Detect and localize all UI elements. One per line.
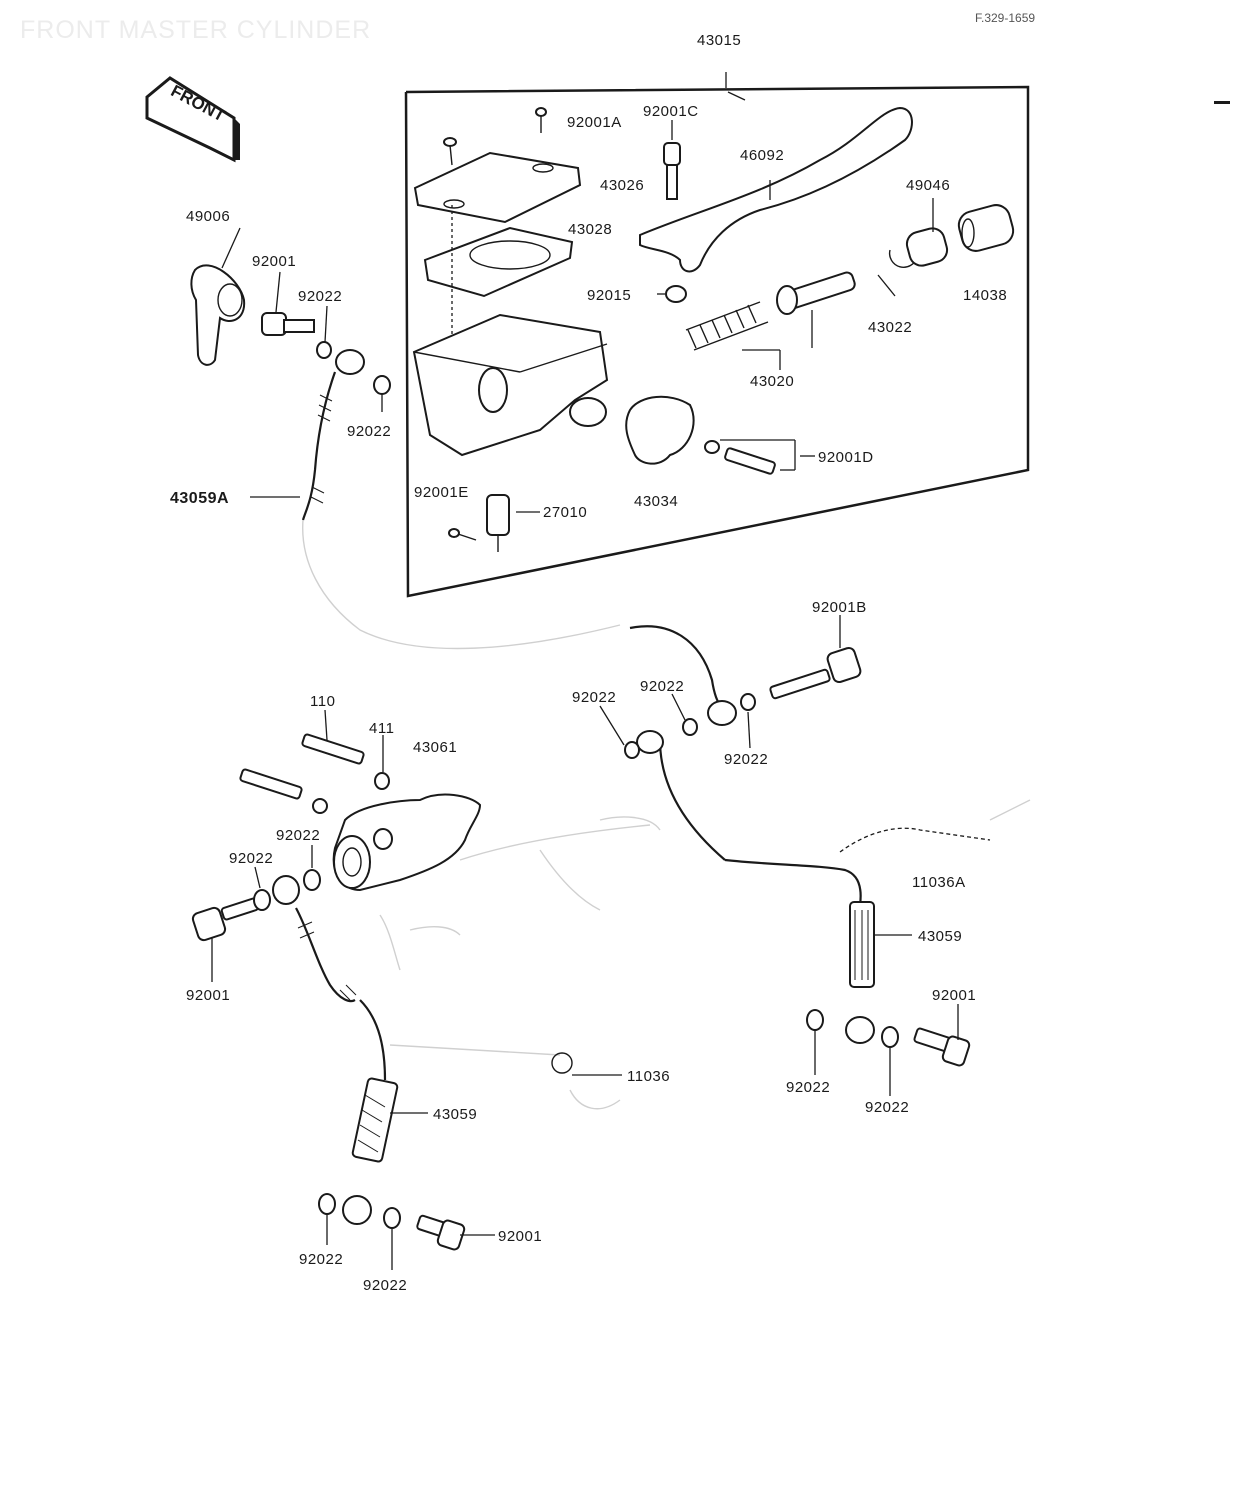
- washer-icon: [682, 718, 698, 736]
- label-92001A: 92001A: [567, 114, 622, 131]
- label-92001C: 92001C: [643, 103, 699, 120]
- washer-icon: [373, 375, 391, 395]
- reference-code: F.329-1659: [975, 11, 1035, 25]
- diagram-title: FRONT MASTER CYLINDER: [20, 16, 371, 44]
- label-43028: 43028: [568, 221, 612, 238]
- washer-icon: [383, 1207, 401, 1229]
- label-43015: 43015: [697, 32, 741, 49]
- screw-92001A-icon: [535, 107, 547, 133]
- washer-icon: [312, 798, 328, 814]
- handlebar-clamp: [625, 395, 695, 465]
- label-411: 411: [369, 720, 394, 737]
- label-43022: 43022: [868, 319, 912, 336]
- label-49046: 49046: [906, 177, 950, 194]
- label-11036: 11036: [627, 1068, 670, 1085]
- edge-mark: [1214, 101, 1230, 104]
- label-92001D: 92001D: [818, 449, 874, 466]
- label-92022-j: 92022: [299, 1251, 343, 1268]
- label-92022-h: 92022: [786, 1079, 830, 1096]
- label-43020: 43020: [750, 373, 794, 390]
- label-92015: 92015: [587, 287, 631, 304]
- label-43059: 43059: [918, 928, 962, 945]
- leader-lines: [211, 91, 959, 1270]
- brake-hose-43059: [724, 858, 875, 1044]
- label-92022-b: 92022: [347, 423, 391, 440]
- label-43059A: 43059A: [170, 490, 229, 507]
- piston-spring: [685, 301, 769, 351]
- reservoir-cap: [413, 151, 582, 224]
- label-11036A: 11036A: [912, 874, 966, 891]
- washer-icon: [253, 889, 271, 911]
- banjo-bolt-left-icon: [191, 897, 260, 942]
- cap-screw: [443, 137, 457, 166]
- brake-hose-43059A: [301, 349, 621, 650]
- banjo-boot-49006: [190, 264, 246, 366]
- label-92001-bottom: 92001: [498, 1228, 542, 1245]
- label-92022-e: 92022: [724, 751, 768, 768]
- washer-icon: [806, 1009, 824, 1031]
- clamp-bolt-icon: [704, 440, 776, 475]
- label-92022-f: 92022: [276, 827, 320, 844]
- clip-11036A-ghost: [989, 799, 1031, 821]
- label-92022-d: 92022: [572, 689, 616, 706]
- nut-411-icon: [374, 772, 390, 790]
- washer-icon: [740, 693, 756, 711]
- banjo-bolt-top-icon: [261, 312, 315, 336]
- clip-11036A-leader: [839, 827, 991, 853]
- brake-lever: [639, 106, 913, 273]
- banjo-bolt-92001B-icon: [769, 646, 862, 700]
- fork-bracket-ghost: [379, 816, 661, 971]
- boot-49046: [888, 227, 949, 268]
- pivot-bolt-icon: [663, 142, 681, 200]
- banjo-bolt-bottom-icon: [416, 1214, 466, 1251]
- label-43061: 43061: [413, 739, 457, 756]
- label-43034: 43034: [634, 493, 678, 510]
- label-43059-low: 43059: [433, 1106, 477, 1123]
- label-27010: 27010: [543, 504, 587, 521]
- banjo-bolt-right-icon: [913, 1027, 971, 1067]
- master-cylinder-body: [412, 313, 609, 457]
- brake-hose-left: [272, 875, 357, 1003]
- reservoir-diaphragm: [423, 226, 574, 298]
- label-92022-k: 92022: [363, 1277, 407, 1294]
- washer-icon: [318, 1193, 336, 1215]
- label-110: 110: [310, 693, 335, 710]
- label-92001E: 92001E: [414, 484, 469, 501]
- label-49006: 49006: [186, 208, 230, 225]
- label-92022-g: 92022: [229, 850, 273, 867]
- label-92022-a: 92022: [298, 288, 342, 305]
- label-92022-c: 92022: [640, 678, 684, 695]
- master-cylinder-assembly-box: [404, 72, 1030, 598]
- bolt-110-icon: [239, 733, 365, 800]
- label-14038: 14038: [963, 287, 1007, 304]
- label-92001-left: 92001: [186, 987, 230, 1004]
- washer-icon: [303, 869, 321, 891]
- callout-labels: 43015 92001A 92001C 46092 43026 43028 49…: [170, 32, 1007, 1294]
- dust-cover-14038: [957, 204, 1015, 252]
- label-92022-i: 92022: [865, 1099, 909, 1116]
- washer-icon: [881, 1026, 899, 1048]
- brake-hose-middle: [629, 625, 737, 861]
- label-92001B: 92001B: [812, 599, 867, 616]
- washer-icon: [316, 341, 332, 359]
- label-92001-top: 92001: [252, 253, 296, 270]
- label-92001-right: 92001: [932, 987, 976, 1004]
- washer-icon: [624, 741, 640, 759]
- brake-switch: [448, 494, 510, 552]
- label-46092: 46092: [740, 147, 784, 164]
- label-43026: 43026: [600, 177, 644, 194]
- piston-assembly: [776, 271, 856, 315]
- brake-hose-lower: [342, 999, 561, 1225]
- front-direction-icon: FRONT: [145, 76, 240, 163]
- brake-hose-joint-43061: [332, 793, 482, 892]
- clip-11036: [551, 1052, 621, 1110]
- nut-92015-icon: [665, 285, 687, 303]
